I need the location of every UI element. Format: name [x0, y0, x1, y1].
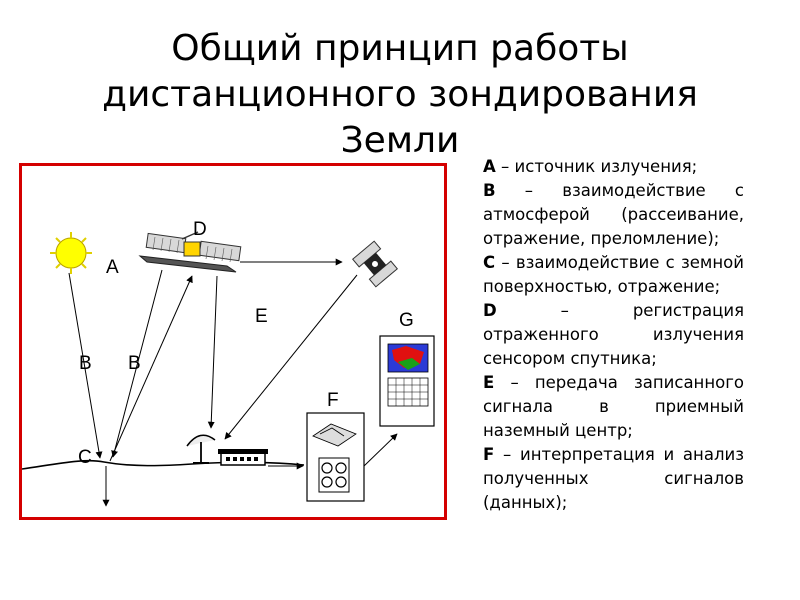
label-c: C: [78, 447, 92, 468]
ground-antenna-icon: [186, 434, 216, 464]
legend-item-b: B – взаимодействие с атмосферой (рассеив…: [483, 179, 744, 251]
label-d: D: [193, 219, 207, 240]
sun-icon: [50, 232, 92, 274]
legend-desc: – взаимодействие с атмосферой (рассеиван…: [483, 181, 744, 248]
legend-item-f: F – интерпретация и анализ полученных си…: [483, 443, 744, 515]
legend-item-c: C – взаимодействие с земной поверхностью…: [483, 251, 744, 299]
legend-desc: – передача записанного сигнала в приемны…: [483, 373, 744, 440]
legend-item-e: E – передача записанного сигнала в прием…: [483, 371, 744, 443]
remote-sensing-diagram: A B B C D E F G: [19, 163, 447, 520]
label-g: G: [399, 310, 414, 331]
legend-key: C: [483, 253, 496, 272]
satellite-icon: [138, 231, 242, 273]
label-f: F: [327, 390, 339, 411]
slide-title-line-1: Общий принцип работы: [171, 28, 629, 70]
label-b-right: B: [128, 353, 141, 374]
legend-text: A – источник излучения; B – взаимодейств…: [483, 155, 744, 600]
legend-key: D: [483, 301, 497, 320]
slide-title: Общий принцип работы дистанционного зонд…: [0, 26, 800, 164]
slide-title-line-2: дистанционного зондирования: [102, 74, 698, 116]
slide-title-line-3: Земли: [340, 120, 460, 162]
relay-satellite-icon: [352, 240, 398, 288]
processing-unit-icon: [306, 412, 365, 502]
legend-item-a: A – источник излучения;: [483, 155, 744, 179]
legend-key: E: [483, 373, 495, 392]
signal-arrows: [68, 258, 398, 507]
label-a: A: [106, 257, 119, 278]
legend-desc: – источник излучения;: [495, 157, 698, 176]
legend-item-d: D – регистрация отраженного излучения се…: [483, 299, 744, 371]
legend-key: B: [483, 181, 496, 200]
label-b-left: B: [79, 353, 92, 374]
legend-key: F: [483, 445, 495, 464]
legend-key: A: [483, 157, 496, 176]
legend-desc: – интерпретация и анализ полученных сигн…: [483, 445, 744, 512]
application-panel-icon: [379, 335, 435, 427]
legend-desc: – регистрация отраженного излучения сенс…: [483, 301, 744, 368]
receiving-station-icon: [218, 449, 268, 466]
legend-desc: – взаимодействие с земной поверхностью, …: [483, 253, 744, 296]
label-e: E: [255, 306, 268, 327]
